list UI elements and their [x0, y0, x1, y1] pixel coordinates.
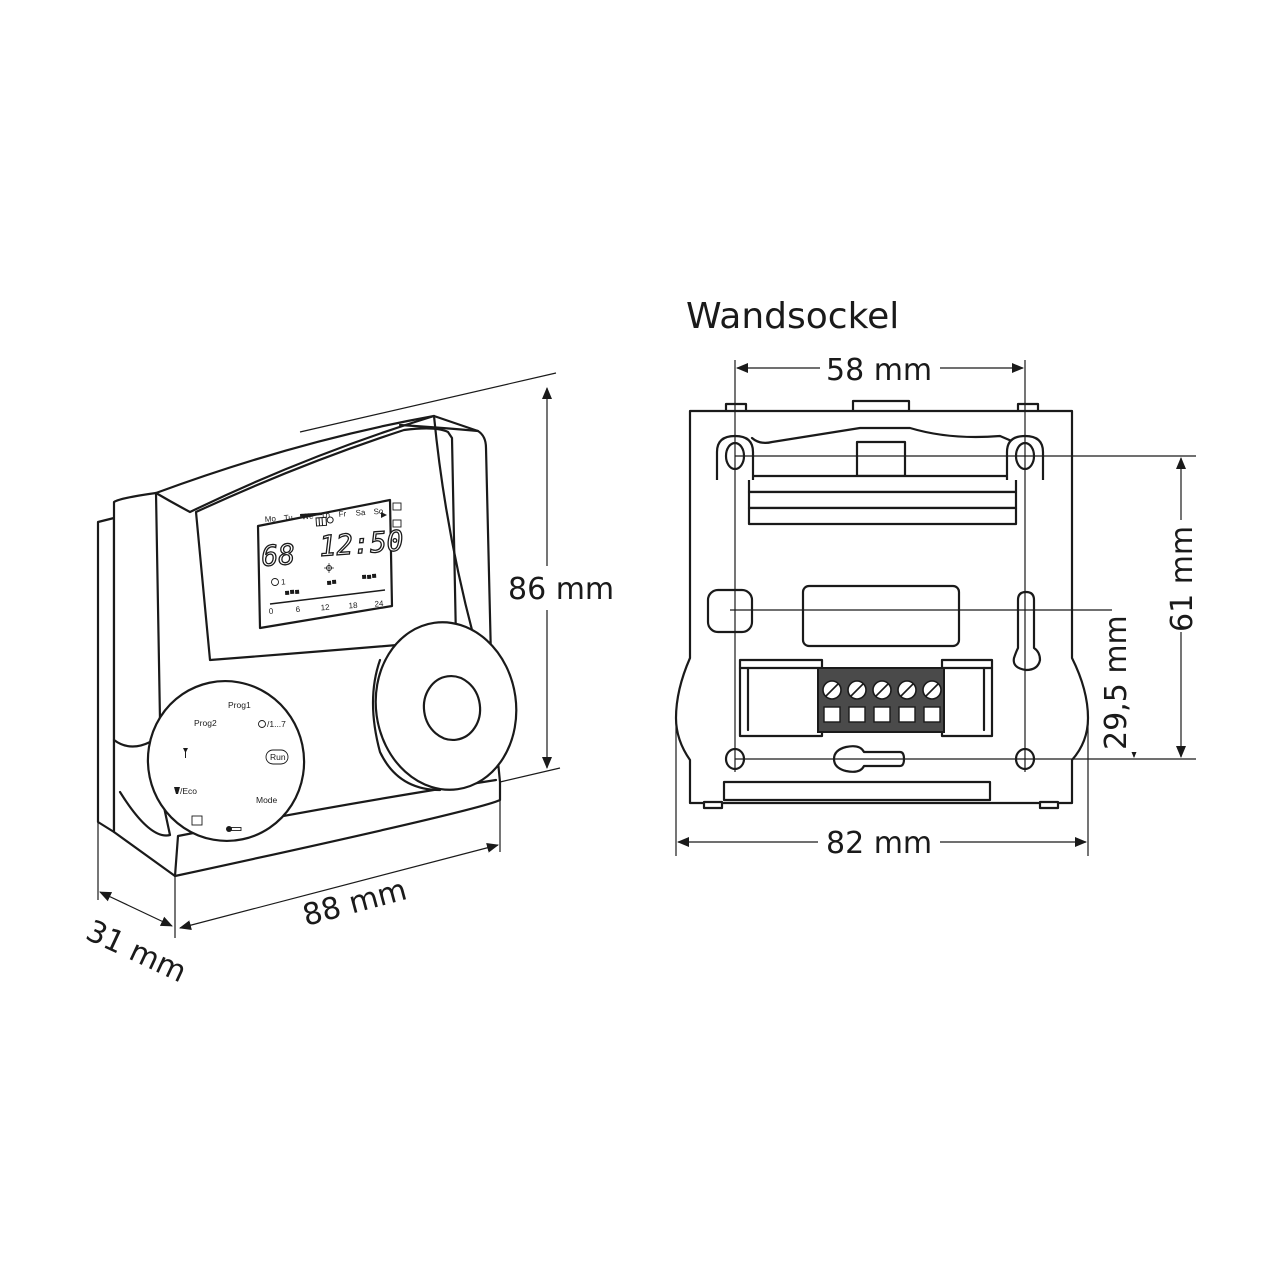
- terminal-screws: [822, 680, 942, 700]
- terminal-openings: [823, 706, 941, 723]
- scale-12: 12: [320, 603, 330, 613]
- day-so: So: [373, 507, 384, 517]
- dial-prog1: Prog1: [228, 700, 251, 710]
- dial-days-range: /1...7: [267, 719, 286, 729]
- day-indicator-bar: [300, 512, 323, 517]
- rail-3: [747, 506, 1018, 526]
- dim-61: 61 mm: [735, 455, 1202, 760]
- mode-icons: [392, 502, 402, 528]
- day-fr: Fr: [338, 509, 346, 519]
- lcd-time: 12:50: [318, 524, 404, 563]
- upper-latch-frame: [750, 426, 1016, 444]
- day-mo: Mo: [265, 514, 277, 524]
- rail-1: [747, 474, 1018, 494]
- day-th: Th: [320, 510, 330, 520]
- dial-run: Run: [270, 752, 286, 762]
- thermostat-view: Mo Tu We Th Fr Sa So 68 12:50: [81, 372, 619, 990]
- scale-0: 0: [269, 607, 275, 616]
- dim-58: 58 mm: [734, 350, 1026, 772]
- wall-base-view: Wandsockel: [674, 296, 1202, 862]
- terminal-housing-left: [738, 658, 824, 738]
- lcd-temperature: 68: [260, 538, 296, 573]
- dim-width-label: 88 mm: [299, 872, 411, 933]
- rail-2: [747, 490, 1018, 510]
- suitcase-icon: [191, 815, 203, 826]
- timeline-axis: [269, 589, 386, 605]
- back-plate: [96, 516, 116, 834]
- square-hole-left: [706, 588, 754, 634]
- timeline-scale: 0 6 12 18 24: [269, 599, 385, 616]
- dim-height-label: 86 mm: [508, 572, 614, 607]
- timer-label: 1: [281, 577, 287, 586]
- scale-6: 6: [295, 605, 301, 614]
- thermometer-icon: [226, 826, 242, 832]
- lcd-days: Mo Tu We Th Fr Sa So: [265, 507, 385, 524]
- terminal-block: [817, 667, 945, 733]
- keyhole-slot-right: [1012, 590, 1042, 672]
- play-arrow-icon: [381, 512, 387, 518]
- dial-side: [112, 738, 172, 837]
- dial-eco: /Eco: [180, 786, 197, 796]
- program-dial[interactable]: Prog1 Prog2 /1...7 Run /Eco Mode: [112, 667, 319, 856]
- day-tu: Tu: [283, 513, 293, 523]
- day-we: We: [301, 512, 314, 522]
- clock-timer: 1: [271, 577, 286, 587]
- radiator-icon: [315, 516, 334, 527]
- temperature-knob[interactable]: [365, 613, 527, 799]
- lcd-panel: [256, 498, 394, 630]
- dim-82: 82 mm: [675, 720, 1089, 862]
- bottom-tab-left: [702, 800, 724, 810]
- scale-18: 18: [348, 601, 358, 611]
- dial-clock-icon: /1...7: [258, 719, 286, 729]
- dim-58-label: 58 mm: [826, 353, 932, 388]
- day-sa: Sa: [355, 508, 366, 518]
- dim-82-label: 82 mm: [826, 826, 932, 861]
- dial-face[interactable]: [133, 667, 319, 856]
- lcd-screen: Mo Tu We Th Fr Sa So 68 12:50: [256, 498, 405, 630]
- bottom-slot: [722, 780, 992, 802]
- front-left-edge: [154, 491, 162, 722]
- dim-height: 86 mm: [299, 372, 619, 783]
- upper-latch-block: [855, 440, 907, 478]
- eco-icon: [174, 787, 180, 794]
- dial-prog2: Prog2: [194, 718, 217, 728]
- timeline-blocks: [285, 573, 377, 595]
- dim-61-label: 61 mm: [1165, 526, 1200, 632]
- knob-inner: [422, 674, 482, 742]
- top-bevel: [154, 414, 436, 514]
- front-top-right-edge: [398, 423, 480, 433]
- bottom-tab-right: [1038, 800, 1060, 810]
- dim-29-5: 29,5 mm: [730, 606, 1154, 758]
- dim-29-5-label: 29,5 mm: [1099, 615, 1134, 750]
- run-badge: Run: [265, 749, 289, 765]
- scale-24: 24: [374, 599, 384, 609]
- sun-icon: [324, 563, 334, 573]
- wall-base-title: Wandsockel: [686, 296, 899, 337]
- wrench-icon: [183, 748, 188, 758]
- dial-mode: Mode: [256, 795, 278, 805]
- display-frame: [194, 427, 458, 662]
- knob-side: [371, 658, 442, 792]
- cable-window: [801, 584, 961, 648]
